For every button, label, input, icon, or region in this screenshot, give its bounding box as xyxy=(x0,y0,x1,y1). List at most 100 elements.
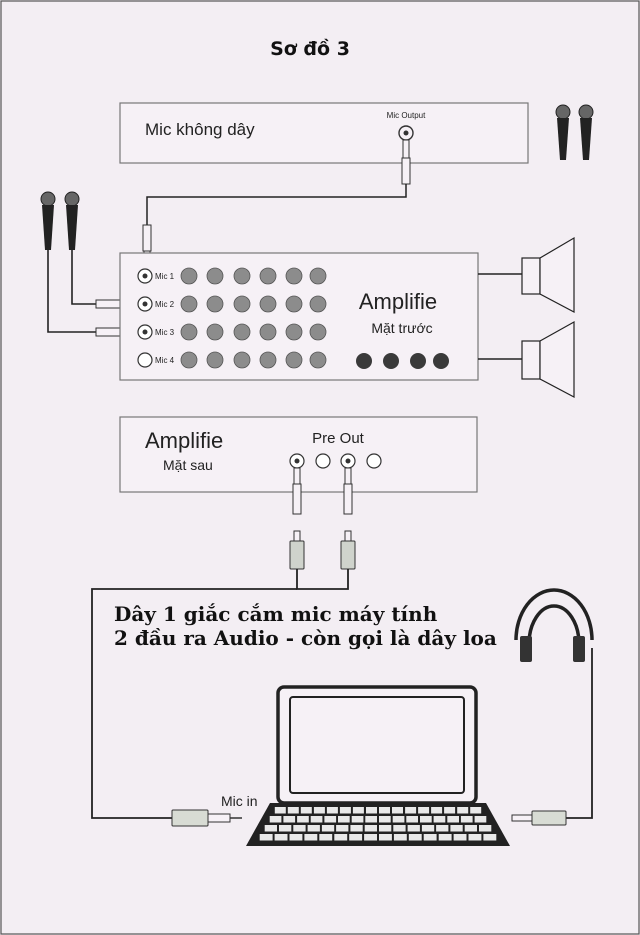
channel-knob xyxy=(233,323,251,341)
diagram-title: Sơ đồ 3 xyxy=(270,37,350,60)
control-knob xyxy=(383,353,399,369)
keyboard-key xyxy=(408,834,422,841)
keyboard-key xyxy=(379,816,391,823)
wireless-mic-box xyxy=(119,102,529,164)
speaker-top-cone xyxy=(539,236,575,313)
keyboard-key xyxy=(300,807,312,814)
keyboard-key xyxy=(436,825,449,832)
channel-knob xyxy=(180,323,198,341)
wireless-mic-handle-1 xyxy=(557,118,569,160)
keyboard-key xyxy=(444,807,456,814)
wired-mic-handle-2 xyxy=(66,205,78,250)
keyboard-key xyxy=(349,834,363,841)
wired-mic-head-1 xyxy=(40,191,56,207)
channel-knob xyxy=(259,267,277,285)
headphone-plug-body xyxy=(531,810,567,826)
channel-knob xyxy=(206,323,224,341)
receiver-plug-body xyxy=(401,157,411,185)
channel-knob xyxy=(233,267,251,285)
wired-mic-head-2 xyxy=(64,191,80,207)
receiver-plug-neck xyxy=(402,139,410,159)
keyboard-key xyxy=(324,816,337,823)
mic-in-label: Mic in xyxy=(221,793,258,809)
control-knob xyxy=(433,353,449,369)
keyboard-key xyxy=(326,807,338,814)
headphone-ear-right xyxy=(573,636,585,662)
receiver-wire xyxy=(146,184,407,225)
channel-knob xyxy=(309,323,327,341)
channel-knob xyxy=(206,295,224,313)
keyboard-key xyxy=(418,807,430,814)
keyboard-key xyxy=(365,816,377,823)
mic3-label: Mic 3 xyxy=(155,328,175,337)
cable-to-mic-in xyxy=(91,588,297,819)
keyboard-key xyxy=(364,834,377,841)
mic-output-jack-center xyxy=(403,130,409,136)
channel-knob xyxy=(285,267,303,285)
amp-back-subtitle: Mặt sau xyxy=(163,457,213,473)
keyboard-key xyxy=(407,825,420,832)
mic-in-plug-tip xyxy=(207,813,231,823)
keyboard-key xyxy=(351,816,364,823)
keyboard-key xyxy=(274,834,288,841)
mic1-plug-body xyxy=(142,224,152,252)
speaker-bottom-cone xyxy=(539,320,575,398)
speakers xyxy=(478,236,575,398)
keyboard-key xyxy=(393,834,407,841)
wireless-mic-receiver: Mic không dây Mic Output xyxy=(119,102,529,164)
pre-out-jack-4 xyxy=(366,453,382,469)
channel-knob xyxy=(206,267,224,285)
keyboard-key xyxy=(420,816,432,823)
keyboard-key xyxy=(483,834,497,841)
channel-knob xyxy=(309,351,327,369)
laptop-icon xyxy=(246,685,510,846)
knob-grid xyxy=(180,267,327,369)
rca-male-right xyxy=(340,540,356,570)
keyboard-key xyxy=(479,825,492,832)
channel-knob xyxy=(259,295,277,313)
wireless-mic-label: Mic không dây xyxy=(145,120,255,139)
pre-out-label: Pre Out xyxy=(312,430,365,447)
wired-mic-handle-1 xyxy=(42,205,54,250)
wireless-mic-head-1 xyxy=(555,104,571,120)
laptop-screen xyxy=(276,685,478,805)
channel-knob xyxy=(309,295,327,313)
amplifier-front: Mic 1 Mic 2 Mic 3 Mic 4 Amplifie Mặt trư… xyxy=(119,252,479,381)
keyboard-key xyxy=(319,834,333,841)
mic-in-plug-body xyxy=(171,809,209,827)
keyboard-key xyxy=(364,825,377,832)
mic1-label: Mic 1 xyxy=(155,272,175,281)
keyboard-key xyxy=(279,825,292,832)
keyboard-key xyxy=(464,825,477,832)
laptop-keys xyxy=(259,807,497,841)
channel-knob xyxy=(233,295,251,313)
rca-y-join xyxy=(296,569,349,590)
channel-knob xyxy=(285,295,303,313)
keyboard-key xyxy=(307,825,320,832)
amp-front-subtitle: Mặt trước xyxy=(371,320,432,336)
keyboard-key xyxy=(338,816,350,823)
keyboard-key xyxy=(460,816,473,823)
amp-front-title: Amplifie xyxy=(359,289,437,314)
keyboard-key xyxy=(304,834,318,841)
keyboard-key xyxy=(438,834,452,841)
wireless-mic-handle-2 xyxy=(580,118,592,160)
keyboard-key xyxy=(350,825,363,832)
mic4-label: Mic 4 xyxy=(155,356,175,365)
keyboard-key xyxy=(289,834,303,841)
keyboard-key xyxy=(379,825,392,832)
keyboard-key xyxy=(423,834,437,841)
rca-plug-left-body xyxy=(292,483,302,515)
keyboard-key xyxy=(269,816,282,823)
mic2-label: Mic 2 xyxy=(155,300,175,309)
channel-knob xyxy=(259,323,277,341)
channel-knob xyxy=(233,351,251,369)
keyboard-key xyxy=(283,816,296,823)
keyboard-key xyxy=(450,825,463,832)
keyboard-key xyxy=(379,807,390,814)
channel-knob xyxy=(259,351,277,369)
keyboard-key xyxy=(313,807,325,814)
keyboard-key xyxy=(392,816,405,823)
headphone-cable xyxy=(566,648,593,819)
channel-knob xyxy=(180,295,198,313)
